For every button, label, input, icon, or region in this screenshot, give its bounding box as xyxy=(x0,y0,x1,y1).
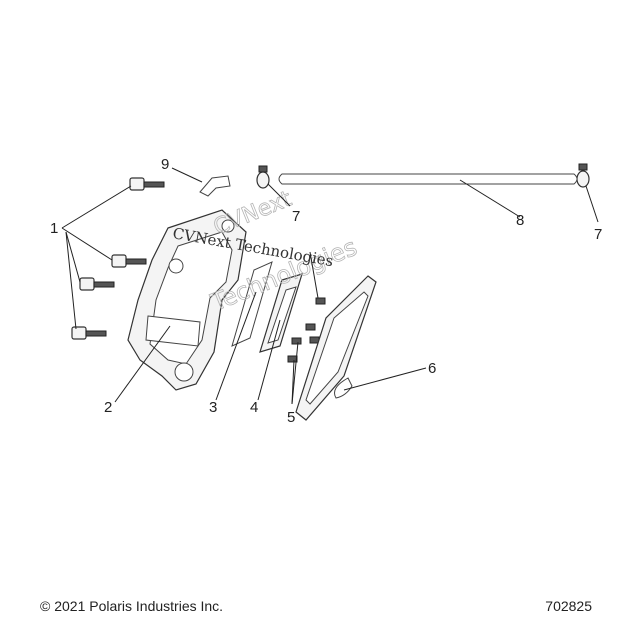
hose-part-8 xyxy=(278,173,578,185)
callout-9: 9 xyxy=(161,156,169,173)
callout-8: 8 xyxy=(516,212,524,229)
bolt-part-1d xyxy=(71,326,107,340)
reed-block-part-4 xyxy=(259,273,303,353)
callout-3: 3 xyxy=(209,399,217,416)
elbow-fitting-part-9 xyxy=(199,175,231,197)
callout-1: 1 xyxy=(50,220,58,237)
screw-set-part-5 xyxy=(287,297,326,363)
callout-6: 6 xyxy=(428,360,436,377)
bolt-part-1c xyxy=(79,277,115,291)
callout-4: 4 xyxy=(250,399,258,416)
bolt-part-1b xyxy=(111,254,147,268)
hose-clamp-part-7b xyxy=(576,163,590,188)
housing-cover-part-2 xyxy=(127,209,247,391)
leader-lines xyxy=(61,167,599,405)
figure-number: 702825 xyxy=(545,598,592,614)
gasket-part-6 xyxy=(295,275,377,421)
copyright-text: © 2021 Polaris Industries Inc. xyxy=(40,598,224,614)
callout-2: 2 xyxy=(104,399,112,416)
callout-7-right: 7 xyxy=(594,226,602,243)
callout-5: 5 xyxy=(287,409,295,426)
bolt-part-1a xyxy=(129,177,165,191)
callout-7-left: 7 xyxy=(292,208,300,225)
hose-clamp-part-7a xyxy=(256,165,270,189)
